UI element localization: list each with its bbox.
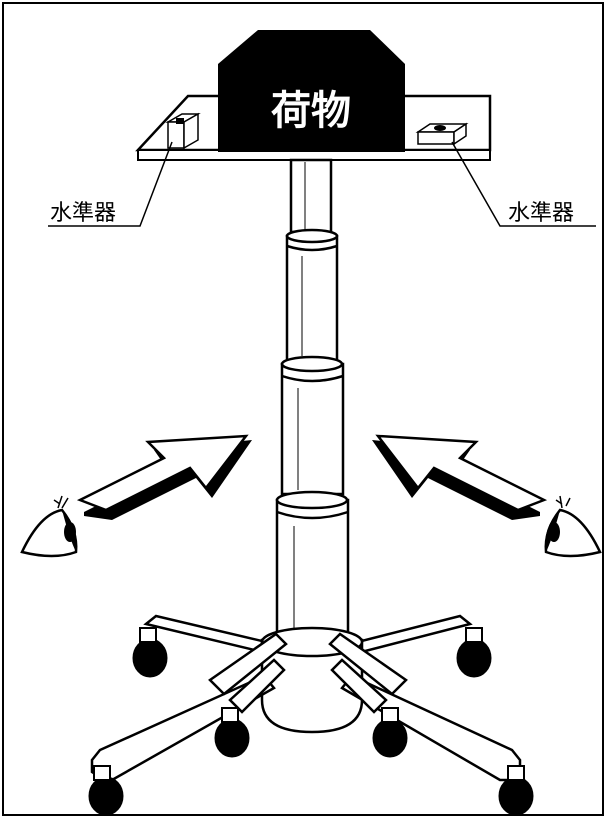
- caster-mid-right: [372, 718, 408, 758]
- caster-back-right: [456, 638, 492, 678]
- spirit-level-right: [415, 122, 469, 146]
- leader-line-left: [48, 141, 173, 227]
- caster-back-left: [132, 638, 168, 678]
- caster-front-right: [498, 776, 534, 816]
- level-label-left: 水準器: [50, 201, 116, 226]
- cargo-box: 荷物: [218, 30, 405, 152]
- casters: [88, 627, 534, 816]
- caster-mid-left: [214, 718, 250, 758]
- caster-front-left: [88, 776, 124, 816]
- eye-right-icon: [544, 495, 602, 558]
- cargo-label: 荷物: [271, 88, 351, 134]
- spirit-level-left: [165, 112, 201, 150]
- arrow-left: [76, 434, 252, 520]
- telescoping-column: [275, 158, 350, 652]
- star-base: [90, 614, 522, 782]
- level-label-right: 水準器: [508, 201, 574, 226]
- leader-line-right: [451, 141, 596, 227]
- arrow-right: [372, 434, 548, 520]
- eye-left-icon: [20, 495, 78, 558]
